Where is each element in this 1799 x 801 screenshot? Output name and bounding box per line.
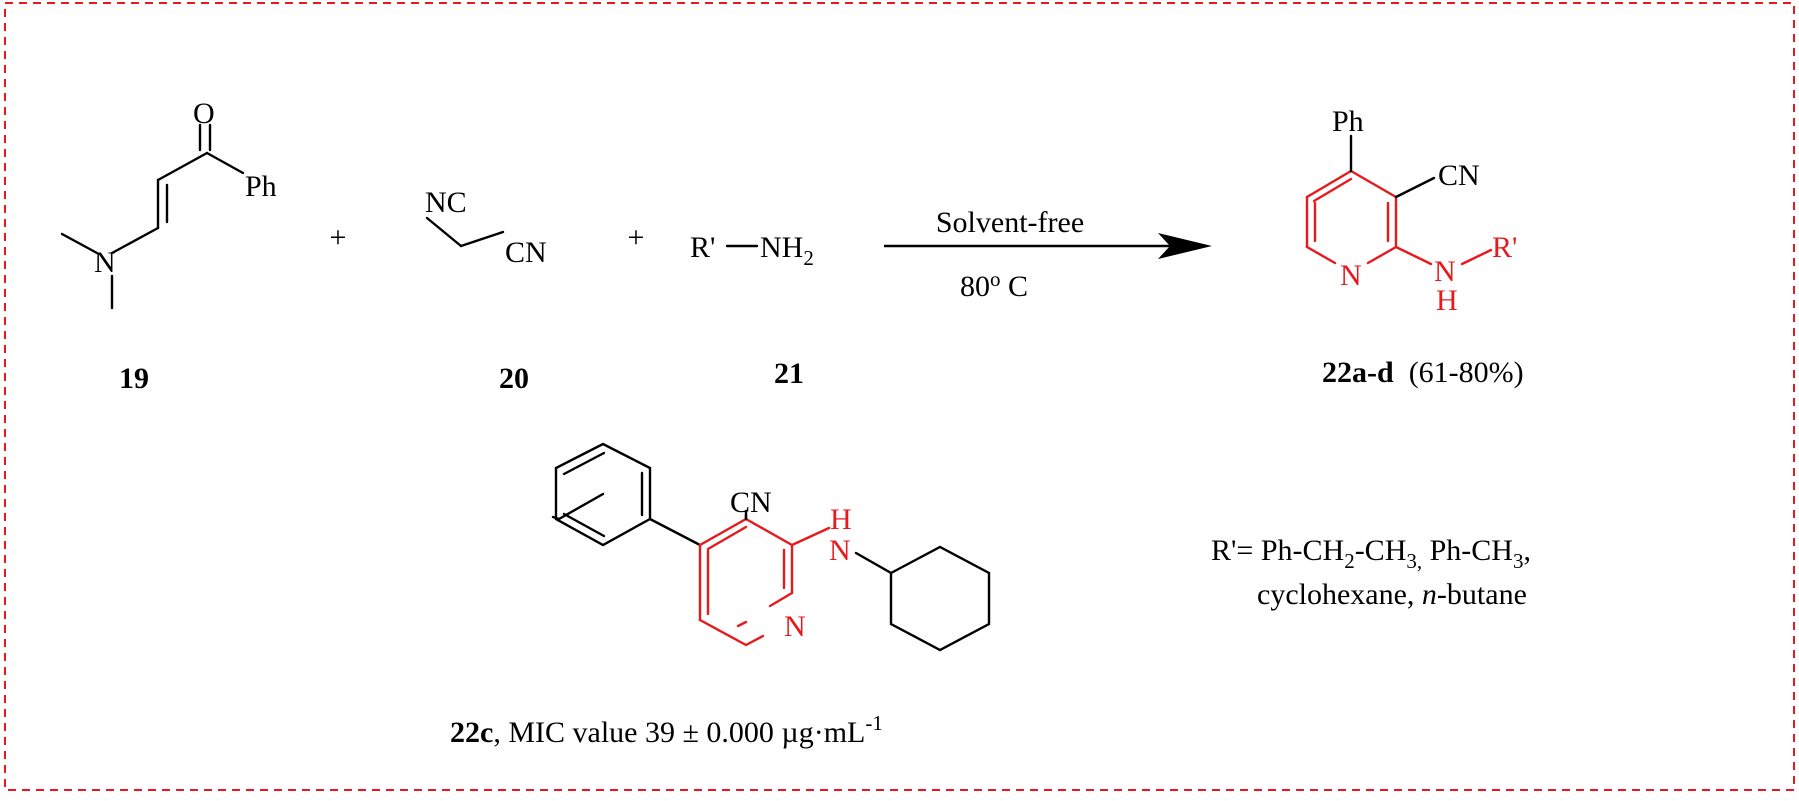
bond [1305,169,1353,199]
plus-sign: + [330,221,347,254]
bond [1312,177,1353,203]
amine-hydrogen: H [1436,284,1458,317]
compound-label: 22a-d [1322,356,1394,389]
bond [1460,248,1493,266]
sub: 2 [1344,549,1355,573]
bond [1394,176,1436,199]
bond [60,232,99,255]
r-tail: , [1523,534,1531,567]
r-prime-group: R' [690,231,715,264]
r-lead: R'= Ph-CH [1211,534,1344,567]
product-caption: 22a-d (61-80%) [1322,356,1524,389]
compound-label: 20 [499,362,529,395]
nitrile-cn: CN [1438,159,1480,192]
nitrile-cn: CN [505,236,547,269]
r-line2-a: cyclohexane, [1257,578,1422,611]
r-line2-italic: n [1422,578,1437,611]
cyclohexane-ring [889,545,991,652]
nitrile-nc: NC [425,186,467,219]
compound-label: 19 [119,362,149,395]
r-mid1: -CH [1355,534,1407,567]
example-compound-22c: CN H N N 22c, MIC value 39 ± 0.000 µg·mL… [450,442,991,749]
yield-text: (61-80%) [1409,356,1524,389]
bond [1394,245,1433,266]
example-caption: 22c, MIC value 39 ± 0.000 µg·mL-1 [450,711,883,749]
ring-nitrogen: N [1340,259,1362,292]
bond [205,151,245,175]
bond [736,620,748,628]
r-mid2: Ph-CH [1422,534,1513,567]
arrow-head [1158,233,1212,259]
dashed-frame [4,2,1795,791]
bond [562,451,606,476]
amine-subscript: 2 [803,246,814,270]
r-group-definition: R'= Ph-CH2-CH3, Ph-CH3, cyclohexane, n-b… [1211,534,1531,611]
phenyl-ring [554,442,652,547]
amine-nitrogen: N [829,534,851,567]
bond [706,525,748,551]
bond [459,230,505,248]
oxygen-atom: O [193,97,215,130]
bond [698,618,748,647]
phenyl-group: Ph [245,170,277,203]
ring-nitrogen: N [784,610,806,643]
bond [1349,169,1398,199]
reactant-19: O Ph N 19 [60,97,277,395]
mic-text: , MIC value 39 ± 0.000 µg·mL [493,716,865,749]
bond [648,517,702,547]
sub: 3 [1513,549,1524,573]
bond [854,551,893,575]
r-prime-group: R' [1492,231,1517,264]
bond [110,226,160,255]
r-definition-line2: cyclohexane, n-butane [1257,578,1527,611]
plus-sign: + [628,221,645,254]
bond [1366,245,1398,265]
temp-unit: C [1001,270,1029,303]
bond [1305,245,1337,265]
yield-spacer [1394,356,1409,389]
condition-temperature: 80o C [960,267,1028,303]
compound-label: 22c [450,716,493,749]
temp-value: 80 [960,270,990,303]
amine-nitrogen: N [1434,255,1456,288]
bond [744,517,794,547]
temp-degree: o [990,267,1001,291]
reaction-arrow: Solvent-free 80o C [884,206,1212,303]
r-definition-line1: R'= Ph-CH2-CH3, Ph-CH3, [1211,534,1531,573]
sub: 3, [1406,549,1422,573]
compound-label: 21 [774,357,804,390]
r-line2-b: -butane [1437,578,1527,611]
bond [768,591,794,608]
mic-superscript: -1 [865,711,883,735]
condition-solvent: Solvent-free [936,206,1084,239]
amine-nh: NH [760,231,803,264]
bond [425,216,463,248]
bond [790,526,831,547]
bond [562,512,606,538]
phenyl-group: Ph [1332,105,1364,138]
amine-hydrogen: H [830,503,852,536]
product-22a-d: Ph CN N N H R' 22a-d (61-80%) [1305,105,1524,389]
reactant-21: R' NH2 21 [690,231,814,390]
bond [156,151,209,182]
reactant-20: NC CN 20 [425,186,547,395]
nitrogen-atom: N [94,246,116,279]
nitrile-cn: CN [730,486,772,519]
amine-nh2: NH2 [760,231,814,270]
bond [744,634,765,647]
bond [698,517,748,547]
